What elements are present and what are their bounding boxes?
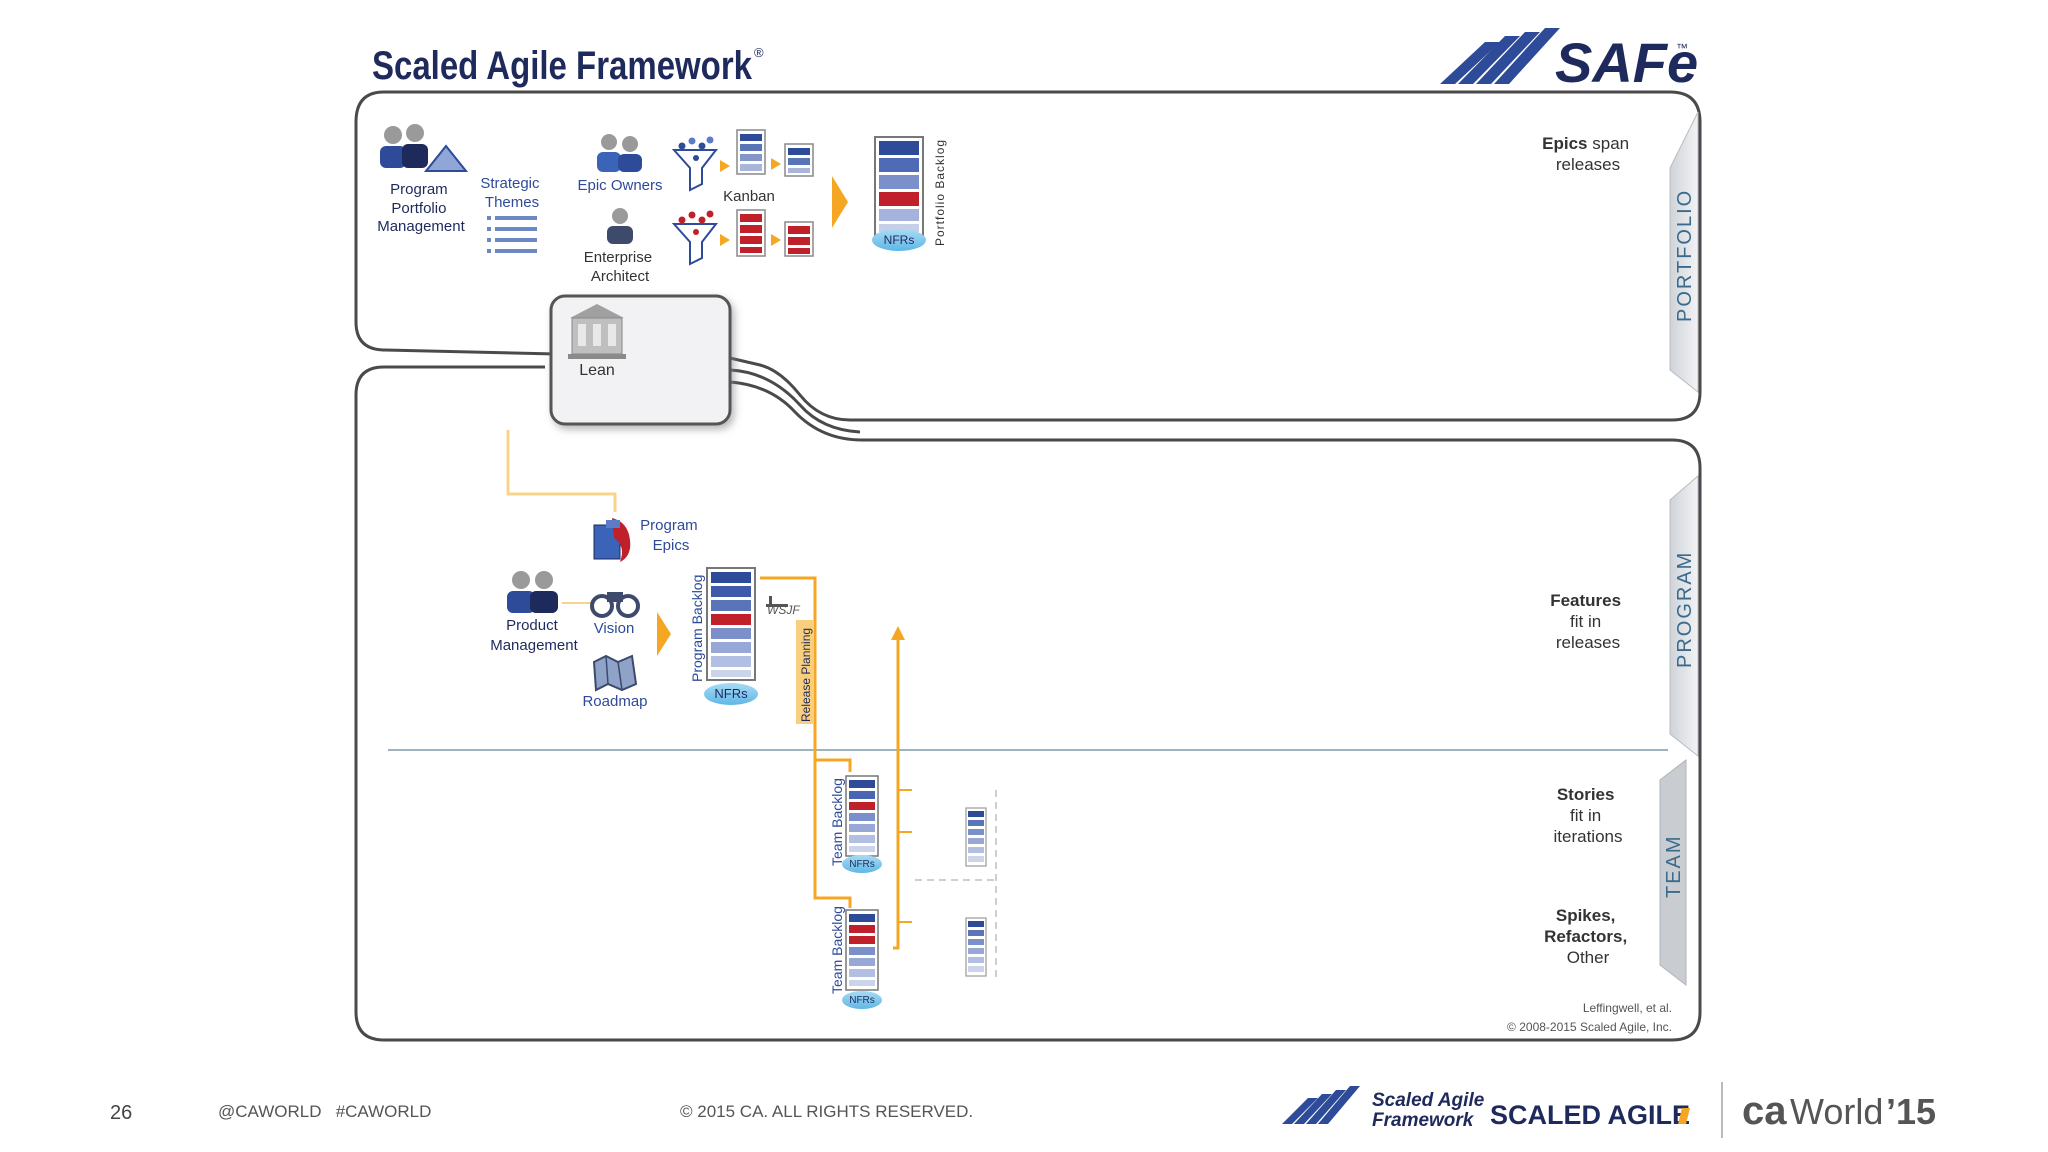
wsjf-scale-icon <box>766 596 788 607</box>
credit-authors: Leffingwell, et al. <box>1583 1001 1672 1015</box>
team-backlog-label-2: Team Backlog <box>829 906 845 994</box>
lean-to-program-connector <box>506 430 617 512</box>
release-planning-bar <box>796 620 814 724</box>
team-backlog-label-1: Team Backlog <box>829 778 845 866</box>
lean-label: Lean <box>579 362 615 379</box>
strategic-themes-label: Strategic Themes <box>480 175 543 211</box>
team-lane-label: TEAM <box>1663 834 1685 898</box>
stories-note: Stories fit in iterations <box>1554 785 1623 846</box>
kanban-arrow-3 <box>771 158 781 170</box>
program-epics-label: Program Epics <box>640 517 702 554</box>
kanban-stack-bottom-1 <box>736 209 766 257</box>
vision-label: Vision <box>594 620 635 637</box>
team-backlog-stack-1 <box>845 775 879 857</box>
ppm-people-icon <box>380 124 469 172</box>
program-nfrs-badge <box>704 683 758 705</box>
portfolio-backlog-stack <box>874 136 924 236</box>
social-hashtags: @CAWORLD #CAWORLD <box>218 1102 431 1121</box>
slide-page-number: 26 <box>110 1102 132 1124</box>
epics-span-note: Epics span releases <box>1542 134 1634 174</box>
team2-routing-line <box>815 896 852 908</box>
features-note: Features fit in releases <box>1550 591 1626 652</box>
team1-routing-line <box>815 758 852 772</box>
saf-footer-logo-line1: Scaled Agile <box>1372 1090 1485 1111</box>
program-lane-tab <box>1669 474 1699 758</box>
portfolio-flow-chevron <box>832 176 848 228</box>
title-registered-mark: ® <box>754 45 764 60</box>
iteration-stack-2 <box>965 917 987 977</box>
epic-owners-icon <box>597 134 642 172</box>
portfolio-lane-tab <box>1669 111 1699 394</box>
release-planning-track <box>760 576 817 725</box>
epic-owners-label: Epic Owners <box>577 177 662 194</box>
caworld-logo-world: World <box>1790 1091 1883 1132</box>
team-nfrs-badge-2 <box>842 991 882 1009</box>
portfolio-lane-label: PORTFOLIO <box>1674 189 1696 322</box>
iteration-dashed-lines <box>915 790 997 980</box>
product-management-label: Product Management <box>490 617 578 654</box>
kanban-stack-top-2 <box>784 143 814 177</box>
roadmap-label: Roadmap <box>582 693 647 710</box>
lean-building-icon <box>568 304 626 359</box>
caworld-logo-ca: ca <box>1742 1089 1787 1133</box>
team-nfrs-label-2: NFRs <box>849 995 875 1006</box>
safe-logo-trademark: ™ <box>1676 41 1688 55</box>
team-lane-tab <box>1659 758 1687 987</box>
saf-footer-logo-line2: Framework <box>1372 1110 1475 1131</box>
kanban-funnel-icon-bottom <box>671 210 719 266</box>
kanban-arrow-4 <box>771 234 781 246</box>
slide-copyright: © 2015 CA. ALL RIGHTS RESERVED. <box>680 1102 973 1121</box>
roadmap-map-icon <box>592 654 638 692</box>
team-backlog-stack-2 <box>845 909 879 991</box>
program-backlog-label: Program Backlog <box>689 575 705 682</box>
iteration-stack-1 <box>965 807 987 867</box>
portfolio-frame <box>354 90 1702 422</box>
vision-binoculars-icon <box>590 592 640 618</box>
kanban-label: Kanban <box>723 188 775 205</box>
enterprise-architect-icon <box>607 208 633 244</box>
caworld-logo: ca World ’15 <box>1742 1089 1936 1133</box>
kanban-arrow-1 <box>720 160 730 172</box>
kanban-funnel-icon-top <box>671 136 719 192</box>
program-nfrs-label: NFRs <box>714 686 748 701</box>
strategic-themes-list-icon <box>487 216 537 253</box>
safe-logo: SAFe ™ <box>1440 28 1698 94</box>
wsjf-label: WSJF <box>767 603 800 617</box>
release-planning-label: Release Planning <box>799 628 813 722</box>
portfolio-nfrs-badge <box>872 229 926 251</box>
ppm-label: Program Portfolio Management <box>377 181 465 235</box>
credit-copyright: © 2008-2015 Scaled Agile, Inc. <box>1507 1020 1672 1034</box>
portfolio-nfrs-label: NFRs <box>884 233 915 247</box>
program-lane-label: PROGRAM <box>1674 551 1696 668</box>
safe-logo-text: SAFe <box>1555 31 1698 94</box>
kanban-stack-top-1 <box>736 129 766 175</box>
page-title: Scaled Agile Framework <box>372 44 753 88</box>
program-team-frame <box>354 365 1702 1042</box>
feedback-up-arrow <box>891 626 905 640</box>
saf-footer-logo: Scaled Agile Framework <box>1282 1086 1485 1131</box>
feedback-up-line <box>893 640 900 950</box>
spikes-note: Spikes, Refactors, Other <box>1544 906 1632 967</box>
product-management-icon <box>507 571 558 613</box>
scaled-agile-logo-accent <box>1678 1108 1690 1124</box>
portfolio-backlog-label: Portfolio Backlog <box>933 139 947 246</box>
kanban-arrow-2 <box>720 234 730 246</box>
program-epics-icon <box>593 518 631 562</box>
program-flow-chevron <box>657 612 671 656</box>
scaled-agile-logo: SCALED AGILE <box>1490 1100 1690 1130</box>
team-nfrs-badge-1 <box>842 855 882 873</box>
team-nfrs-label-1: NFRs <box>849 859 875 870</box>
kanban-stack-bottom-2 <box>784 221 814 257</box>
portfolio-frame-inner-curve <box>729 368 861 434</box>
caworld-logo-year: ’15 <box>1886 1091 1936 1132</box>
program-backlog-stack <box>706 567 756 681</box>
enterprise-architect-label: Enterprise Architect <box>584 249 657 285</box>
